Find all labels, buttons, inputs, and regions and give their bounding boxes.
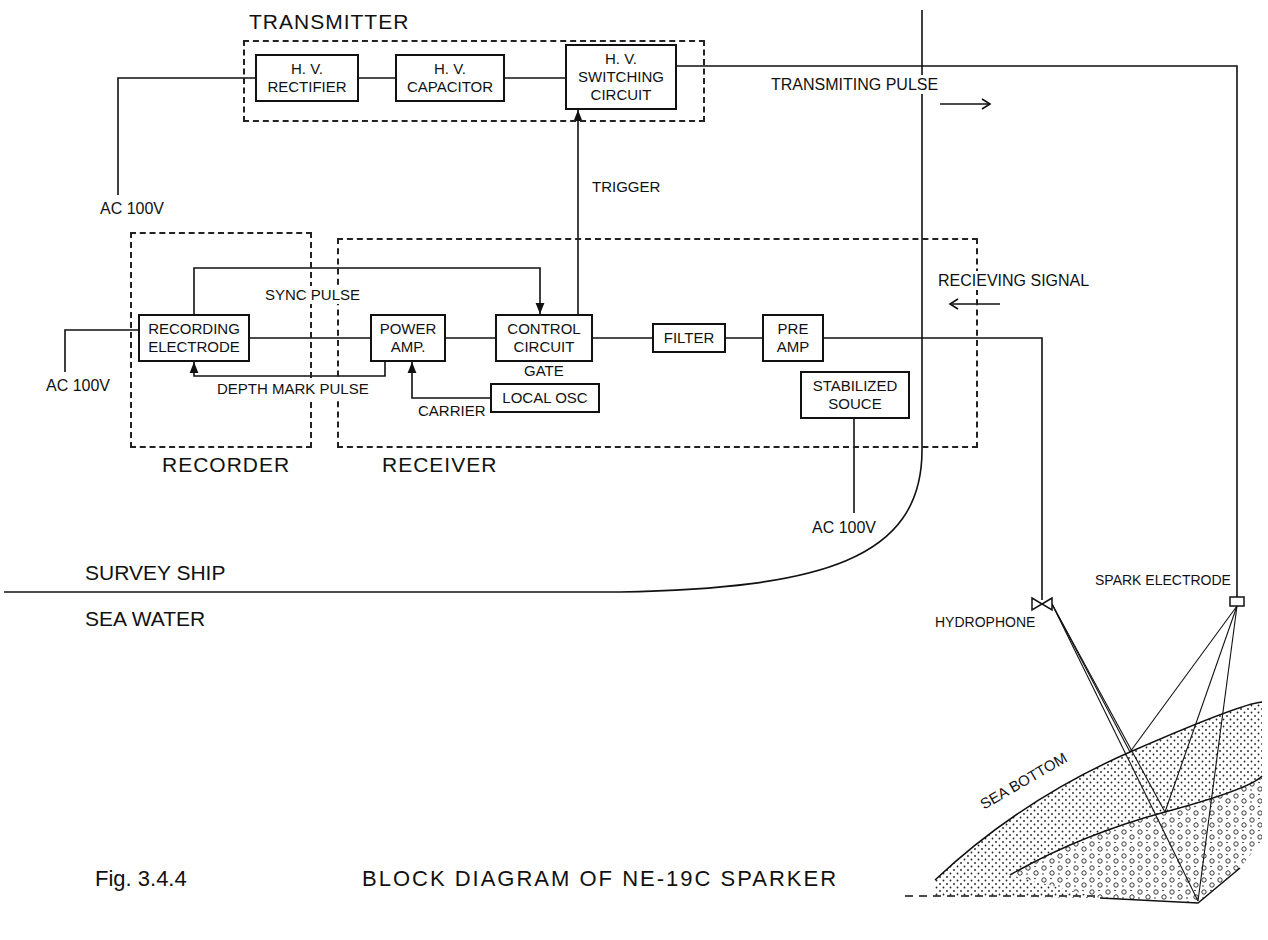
layer-boundary <box>1010 776 1262 875</box>
unit-frame: RECORDERRECORDING ELECTRODE <box>130 232 312 448</box>
block-text: STABILIZED SOUCE <box>808 377 902 413</box>
block-text: H. V. SWITCHING CIRCUIT <box>573 50 669 104</box>
block-text: CONTROL CIRCUIT <box>503 320 585 356</box>
region-label: SEA WATER <box>85 606 205 631</box>
supply-wire <box>118 78 262 195</box>
unit-heading: RECEIVER <box>382 452 497 477</box>
block-box: H. V. CAPACITOR <box>395 54 505 102</box>
part-label: HYDROPHONE <box>935 614 1035 631</box>
block-text: LOCAL OSC <box>498 389 592 407</box>
unit-heading: TRANSMITTER <box>249 9 409 34</box>
direction-arrow <box>950 299 958 309</box>
sediment-layer <box>935 875 1100 898</box>
spark-electrode-symbol <box>1230 597 1244 606</box>
block-box: H. V. RECTIFIER <box>255 54 359 102</box>
signal-line <box>505 77 565 79</box>
block-box: STABILIZED SOUCE <box>800 371 910 419</box>
block-box: H. V. SWITCHING CIRCUIT <box>565 44 677 110</box>
signal-line <box>250 337 370 339</box>
signal-line <box>412 362 490 398</box>
block-box: RECORDING ELECTRODE <box>138 314 250 362</box>
signal-label: DEPTH MARK PULSE <box>214 380 372 398</box>
block-text: POWER AMP. <box>378 320 438 356</box>
signal-label: TRIGGER <box>592 178 660 196</box>
direction-arrow <box>950 303 1000 305</box>
layer-boundary <box>905 895 1100 897</box>
signal-label: CARRIER <box>418 402 486 420</box>
signal-line <box>577 110 579 314</box>
region-label: SURVEY SHIP <box>85 560 225 585</box>
block-box: CONTROL CIRCUIT <box>495 314 593 362</box>
block-box: POWER AMP. <box>370 314 446 362</box>
direction-arrow <box>940 103 990 105</box>
block-box: LOCAL OSC <box>490 383 600 413</box>
transmit-cable <box>640 66 1237 597</box>
block-text: H. V. CAPACITOR <box>403 60 497 96</box>
supply-wire <box>853 410 855 513</box>
sound-ray <box>1198 606 1237 901</box>
signal-line <box>446 337 495 339</box>
sound-ray <box>1165 606 1237 812</box>
part-label: SPARK ELECTRODE <box>1092 572 1234 589</box>
signal-line <box>593 337 652 339</box>
unit-heading: RECORDER <box>162 452 290 477</box>
ship-hull-line <box>4 591 620 593</box>
unit-frame: TRANSMITTERH. V. RECTIFIERH. V. CAPACITO… <box>243 40 705 122</box>
signal-label: SYNC PULSE <box>262 286 363 304</box>
sound-ray <box>1052 604 1165 812</box>
signal-line <box>194 362 385 376</box>
block-text: PRE AMP <box>770 320 816 356</box>
sound-ray <box>1052 604 1198 901</box>
signal-line <box>359 77 395 79</box>
block-box: PRE AMP <box>762 314 824 362</box>
block-text: RECORDING ELECTRODE <box>146 320 242 356</box>
block-text: FILTER <box>660 329 718 347</box>
figure-caption: BLOCK DIAGRAM OF NE-19C SPARKER <box>362 866 838 892</box>
block-text: H. V. RECTIFIER <box>263 60 351 96</box>
signal-label: GATE <box>524 362 564 380</box>
supply-label: AC 100V <box>812 518 876 537</box>
signal-label: RECIEVING SIGNAL <box>935 271 1092 290</box>
block-box: FILTER <box>652 323 726 353</box>
supply-label: AC 100V <box>100 199 164 218</box>
signal-line <box>726 337 762 339</box>
direction-arrow <box>982 99 990 109</box>
signal-label: TRANSMITING PULSE <box>768 75 941 94</box>
layer-boundary <box>1100 868 1240 903</box>
signal-line <box>194 268 540 314</box>
supply-label: AC 100V <box>46 376 110 395</box>
hydrophone-symbol <box>1032 598 1052 610</box>
figure-number: Fig. 3.4.4 <box>95 866 187 892</box>
